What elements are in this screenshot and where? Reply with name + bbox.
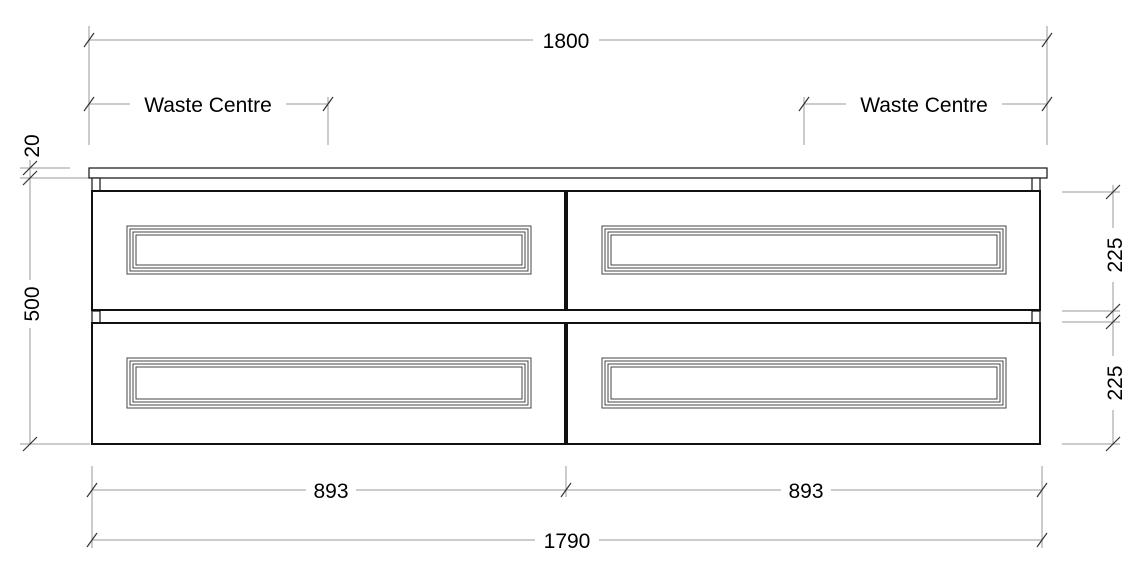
dim-overall-top: 1800	[83, 26, 1053, 145]
vanity-cabinet	[88, 167, 1048, 445]
dim-label-893-right: 893	[788, 480, 823, 503]
drawer-lower-left	[91, 322, 566, 445]
drawer-panel-lower-left	[126, 357, 532, 409]
dim-label-500: 500	[21, 286, 44, 321]
drawer-upper-left	[91, 190, 566, 311]
dim-label-1790: 1790	[544, 530, 591, 553]
dim-label-waste-left: Waste Centre	[144, 94, 272, 117]
benchtop	[88, 167, 1048, 179]
dim-right-vertical: 225 225	[1062, 184, 1127, 452]
dim-bottom-split: 893 893	[86, 466, 1048, 548]
dim-overall-bottom: 1790	[86, 528, 1048, 553]
dim-label-1800: 1800	[543, 30, 590, 53]
drawer-upper-right	[566, 190, 1041, 311]
drawer-panel-lower-right	[601, 357, 1007, 409]
dim-label-225-upper: 225	[1104, 237, 1127, 272]
dim-label-waste-right: Waste Centre	[860, 94, 988, 117]
dim-left-vertical: 500 20	[18, 134, 90, 452]
dim-label-893-left: 893	[313, 480, 348, 503]
drawer-panel-upper-left	[126, 225, 532, 275]
dim-waste-centre-right: Waste Centre	[798, 92, 1053, 145]
dim-waste-centre-left: Waste Centre	[83, 92, 334, 145]
drawer-panel-upper-right	[601, 225, 1007, 275]
dim-label-225-lower: 225	[1104, 365, 1127, 400]
dim-label-20: 20	[21, 134, 44, 157]
drawer-lower-right	[566, 322, 1041, 445]
